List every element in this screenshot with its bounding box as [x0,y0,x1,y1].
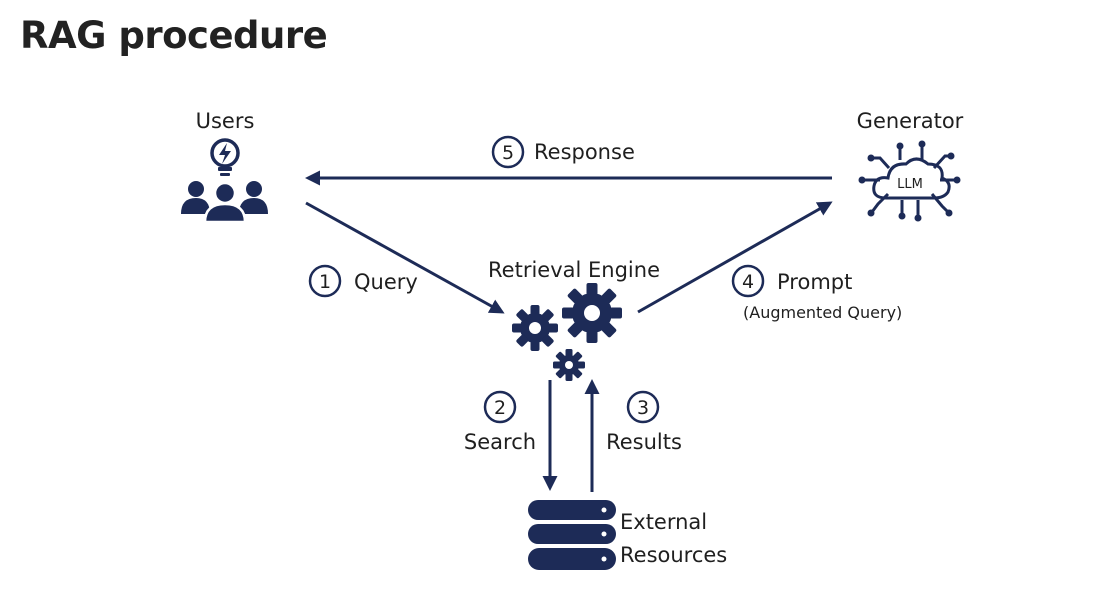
llm-circuit-nodes [858,140,961,222]
users-lightbulb-icon [181,138,268,224]
step-3-label: Results [606,430,682,454]
step-1-number: 1 [319,271,331,293]
step-4-circle [731,264,765,298]
step-5-label: Response [534,140,635,164]
large-gear-icon [562,283,622,343]
step-1-circle [308,264,342,298]
external-resources-label-line1: External [620,510,707,534]
llm-badge: LLM [897,177,923,192]
step-2-circle [483,390,517,424]
query-arrow [305,201,505,314]
users-label: Users [196,109,255,133]
medium-gear-icon [512,305,558,351]
database-icon [528,500,616,570]
step-1-label: Query [354,270,418,294]
step-2-label: Search [464,430,536,454]
prompt-arrow [637,201,833,314]
step-5-circle [491,135,525,169]
step-4-number: 4 [742,271,754,293]
retrieval-engine-label: Retrieval Engine [488,258,660,282]
step-2-number: 2 [494,397,506,419]
gears-icon [512,283,622,381]
external-resources-label-line2: Resources [620,543,727,567]
step-5-number: 5 [502,142,514,164]
small-gear-icon [553,349,585,381]
page-title: RAG procedure [20,14,328,57]
generator-label: Generator [857,109,964,133]
step-3-circle [626,390,660,424]
step-3-number: 3 [637,397,649,419]
step-4-sublabel: (Augmented Query) [743,303,902,322]
step-4-label: Prompt [777,270,852,294]
